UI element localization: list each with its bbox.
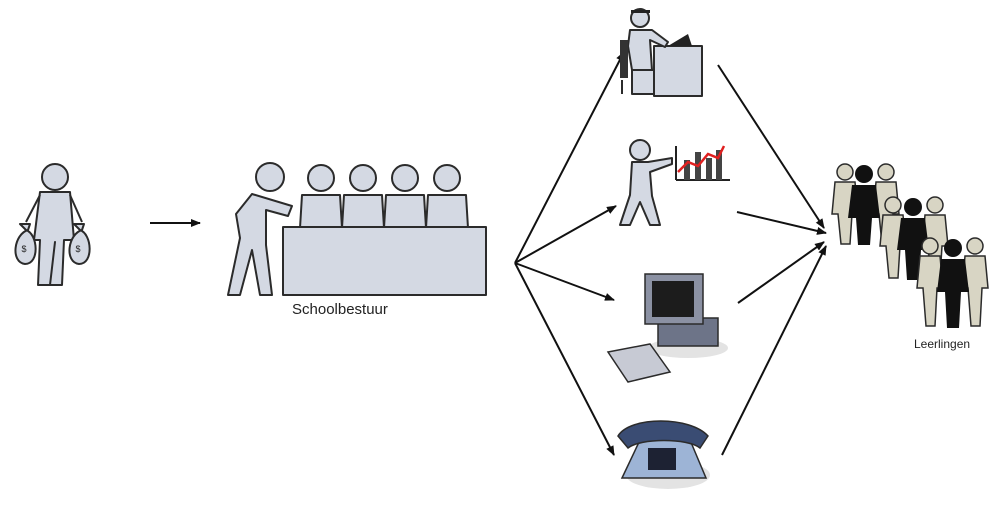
bar-chart-icon — [675, 145, 730, 181]
arrow-to-presenter — [514, 205, 617, 264]
arrow-to-computer — [514, 262, 615, 301]
student-figure-icon — [937, 239, 969, 328]
arrow-computer-to-students — [737, 241, 825, 304]
office-monitor — [668, 34, 692, 46]
board-member-icon — [341, 164, 385, 229]
phone-handset — [617, 420, 709, 450]
board-speaker-icon — [227, 162, 293, 296]
board-table — [282, 226, 487, 296]
school-board-icon: Schoolbestuur — [227, 162, 487, 318]
students-group-icon: Leerlingen — [831, 163, 989, 351]
money-bag-right-symbol: $ — [75, 244, 80, 254]
board-member-icon — [383, 164, 427, 229]
delivery-arrows — [717, 64, 827, 456]
computer-icon — [606, 273, 728, 383]
distribution-arrows — [514, 51, 625, 456]
board-member-icon — [299, 164, 343, 229]
student-figure-icon — [916, 237, 944, 327]
students-label: Leerlingen — [914, 337, 970, 351]
office-worker-icon — [620, 8, 703, 97]
office-desk — [653, 45, 703, 97]
board-member-icon — [425, 164, 469, 229]
arrow-office-to-students — [717, 64, 825, 229]
money-bag-left-icon: $ — [14, 223, 37, 265]
phone-keypad — [648, 448, 676, 470]
money-bag-left-symbol: $ — [21, 244, 26, 254]
telephone-icon — [617, 420, 710, 489]
money-bag-right-icon: $ — [68, 223, 91, 265]
student-figure-icon — [848, 165, 880, 245]
arrow-to-telephone — [514, 262, 615, 456]
computer-screen — [652, 281, 694, 317]
computer-keyboard — [606, 343, 672, 383]
board-label: Schoolbestuur — [292, 301, 388, 318]
funder-with-money-bags-icon: $ $ — [14, 163, 91, 286]
presenter-with-chart-icon — [619, 139, 730, 226]
arrow-to-office-worker — [514, 51, 625, 264]
arrow-presenter-to-students — [736, 211, 827, 235]
arrow-telephone-to-students — [721, 245, 827, 456]
student-figure-icon — [897, 198, 929, 280]
